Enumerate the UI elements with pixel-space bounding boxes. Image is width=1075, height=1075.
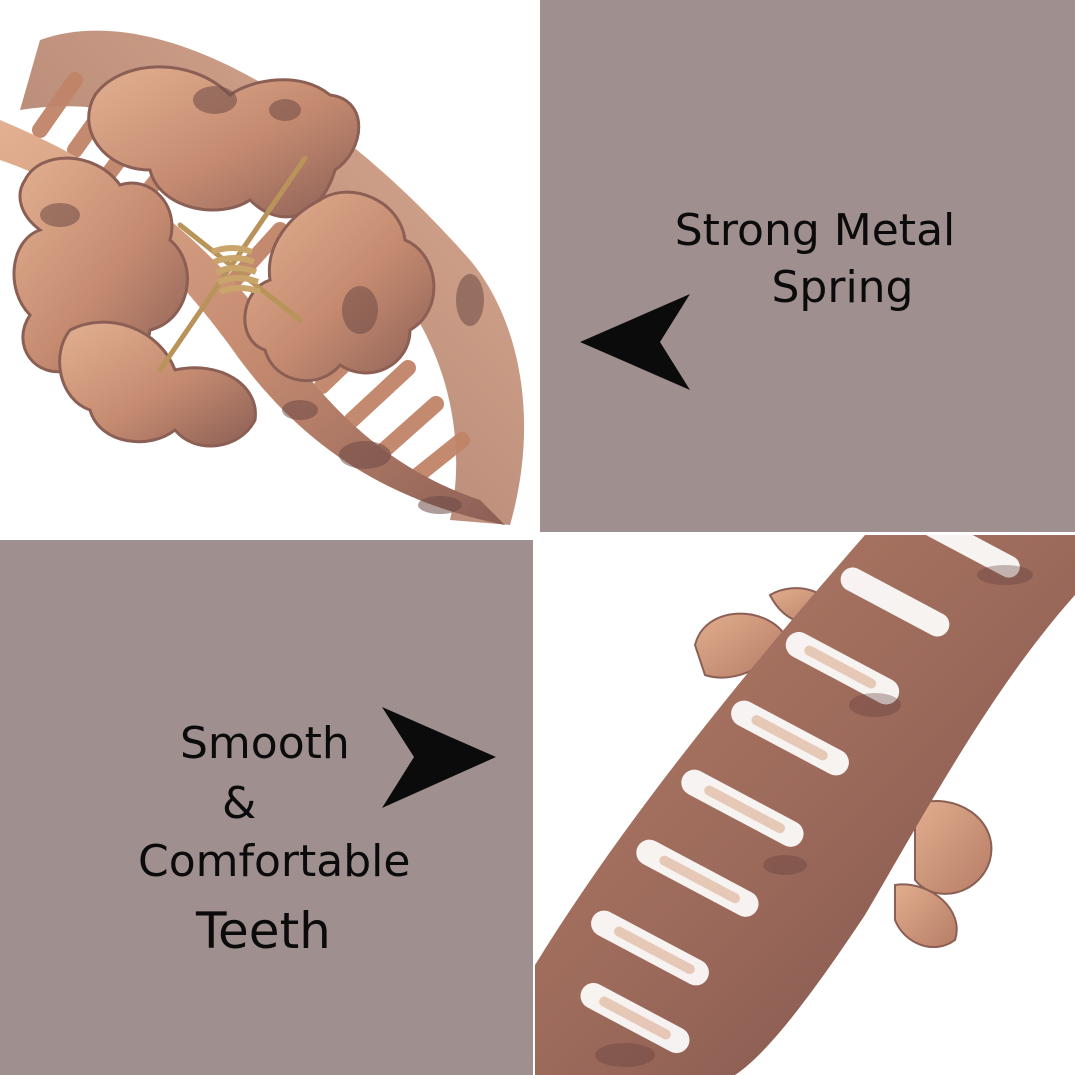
arrowhead-right-shape	[382, 707, 496, 808]
teeth-caption-line-1: Smooth	[180, 718, 350, 769]
teeth-caption-line-4: Teeth	[196, 902, 331, 960]
claw-clip-side-illustration	[535, 535, 1075, 1075]
spring-caption-panel	[540, 0, 1075, 532]
arrowhead-right-icon	[378, 705, 498, 810]
teeth-caption-line-3: Comfortable	[138, 836, 411, 887]
teeth-caption-panel	[0, 540, 533, 1075]
claw-clip-top-illustration	[0, 30, 525, 525]
spring-caption-line-2: Spring	[771, 262, 914, 314]
spring-caption-line-1: Strong Metal	[674, 205, 956, 256]
claw-clip-spring-photo	[0, 0, 538, 535]
arrowhead-left-icon	[578, 292, 698, 392]
arrowhead-left-shape	[580, 294, 690, 390]
claw-clip-teeth-photo	[535, 535, 1075, 1075]
teeth-caption-line-2: &	[222, 778, 257, 829]
spring-caption: Strong Metal Spring	[615, 202, 1015, 316]
